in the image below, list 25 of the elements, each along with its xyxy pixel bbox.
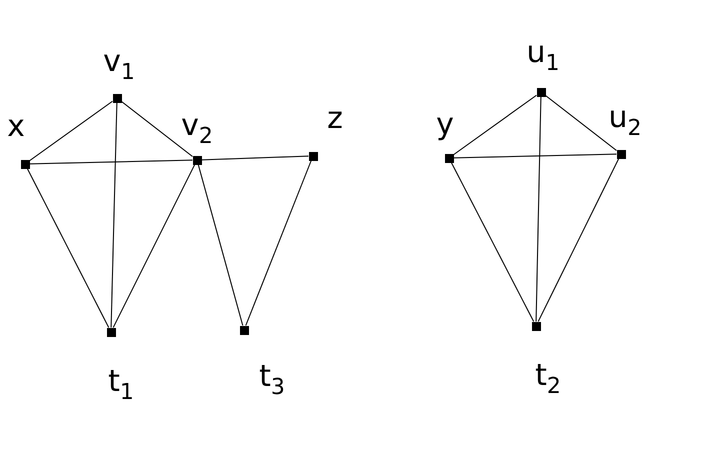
vertex-label: z — [327, 104, 343, 134]
vertex-label: t$_{2}$ — [535, 361, 561, 391]
graph-edge — [29, 160, 193, 164]
vertex-label: u$_{1}$ — [526, 38, 560, 68]
graph-edge — [538, 158, 620, 322]
vertex-label: x — [7, 112, 25, 142]
graph-edge — [545, 95, 617, 151]
vertex-label: u$_{2}$ — [608, 103, 642, 133]
graph-edge — [453, 94, 537, 156]
graph-edge — [536, 96, 542, 322]
graph-edge — [112, 164, 196, 328]
graph-edge — [121, 101, 193, 157]
graph-edge — [29, 100, 113, 162]
vertex-label: t$_{1}$ — [108, 367, 134, 397]
graph-edge — [201, 156, 309, 160]
graph-edge — [198, 164, 244, 326]
graph-edge — [245, 160, 312, 326]
vertex-label: v$_{1}$ — [103, 47, 135, 77]
vertex-label: y — [436, 110, 454, 140]
graph-edge — [110, 102, 118, 328]
vertex-label: v$_{2}$ — [181, 111, 213, 141]
graph-edge — [450, 162, 534, 322]
graph-edge — [26, 168, 110, 328]
graph-edge — [453, 154, 617, 158]
vertex-label: t$_{3}$ — [259, 362, 285, 392]
